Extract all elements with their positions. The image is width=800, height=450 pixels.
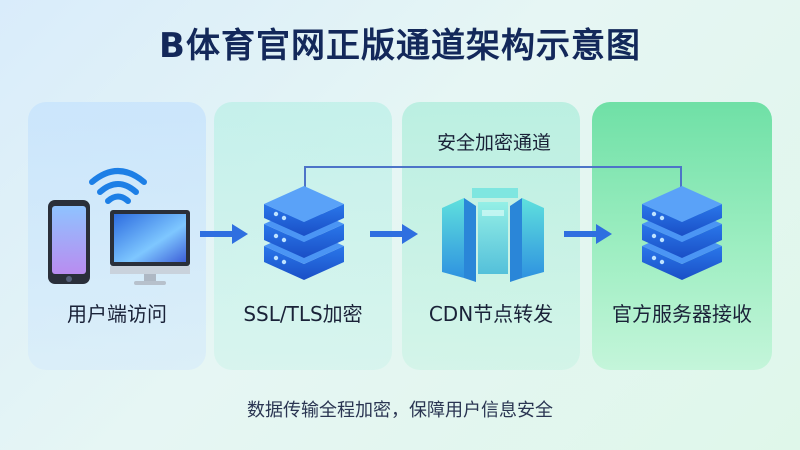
- stage-label-server: 官方服务器接收: [612, 302, 752, 326]
- footer-caption: 数据传输全程加密，保障用户信息安全: [247, 400, 553, 421]
- stage-label-client: 用户端访问: [67, 302, 167, 326]
- secure-channel-label: 安全加密通道: [436, 132, 551, 154]
- phone-computer-wifi-icon: [48, 168, 190, 285]
- server-stack-icon: [264, 186, 344, 280]
- server-stack-icon: [642, 186, 722, 280]
- arrow-right-icon: [564, 224, 612, 244]
- stage-label-ssl: SSL/TLS加密: [243, 302, 363, 326]
- arrow-right-icon: [370, 224, 418, 244]
- secure-channel-connector: [304, 166, 682, 194]
- arrow-right-icon: [200, 224, 248, 244]
- stage-label-cdn: CDN节点转发: [428, 302, 554, 326]
- cdn-node-icon: [442, 188, 544, 282]
- page-title: B体育官网正版通道架构示意图: [159, 26, 641, 66]
